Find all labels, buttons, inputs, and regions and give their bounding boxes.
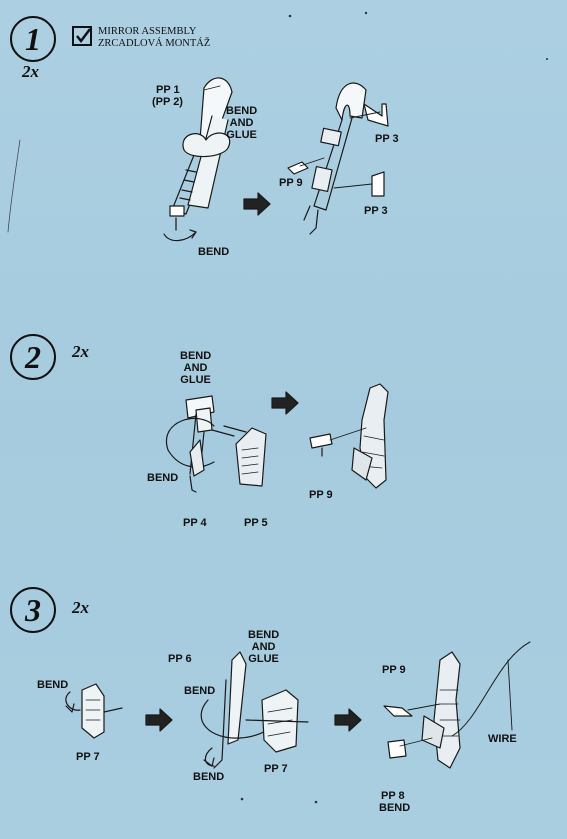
label-pp9: PP 9 [279,177,303,189]
scan-specks [240,11,548,804]
label-bend: BEND [147,472,179,484]
label-pp4: PP 4 [183,517,207,529]
step-multiplier-3: 2x [72,598,89,617]
label-bend: BEND [198,246,230,258]
step1-arrow-icon [243,192,271,216]
label-pp8: PP 8 [381,790,405,802]
label-pp3-bottom: PP 3 [364,205,388,217]
step-number-3: 3 [10,587,56,633]
step3-mirror-assembly-after [383,641,531,769]
label-bend-pp8: BEND [379,802,411,814]
label-pp7-left: PP 7 [76,751,100,763]
header-title-en: MIRROR ASSEMBLY [98,26,197,37]
label-pp2: (PP 2) [152,96,183,108]
step3-arrow-right-icon [334,708,362,732]
label-pp9: PP 9 [382,664,406,676]
label-pp9: PP 9 [309,489,333,501]
label-pp7-mid: PP 7 [264,763,288,775]
step2-mirror-part-after [309,383,389,489]
step2-mirror-part-before [165,395,267,493]
step-multiplier-1: 2x [22,62,39,81]
label-pp5: PP 5 [244,517,268,529]
label-bend-low: BEND [193,771,225,783]
label-pp3-top: PP 3 [375,133,399,145]
step-number-2: 2 [10,334,56,380]
scan-edge-line [7,139,21,233]
header-title-cz: ZRCADLOVÁ MONTÁŽ [98,38,211,49]
step-multiplier-2: 2x [72,342,89,361]
step1-mirror-part-after [287,82,389,235]
checkbox-icon [72,26,92,46]
label-bend-left: BEND [37,679,69,691]
label-bend-mid: BEND [184,685,216,697]
step2-arrow-icon [271,391,299,415]
step1-mirror-part-before [163,77,233,242]
label-pp6: PP 6 [168,653,192,665]
label-wire: WIRE [488,733,517,745]
step-number-1: 1 [10,16,56,62]
step3-mirror-assembly-mid [200,651,309,769]
step3-arrow-left-icon [145,708,173,732]
label-pp1: PP 1 [156,84,180,96]
step3-pp7-bend [65,683,123,739]
